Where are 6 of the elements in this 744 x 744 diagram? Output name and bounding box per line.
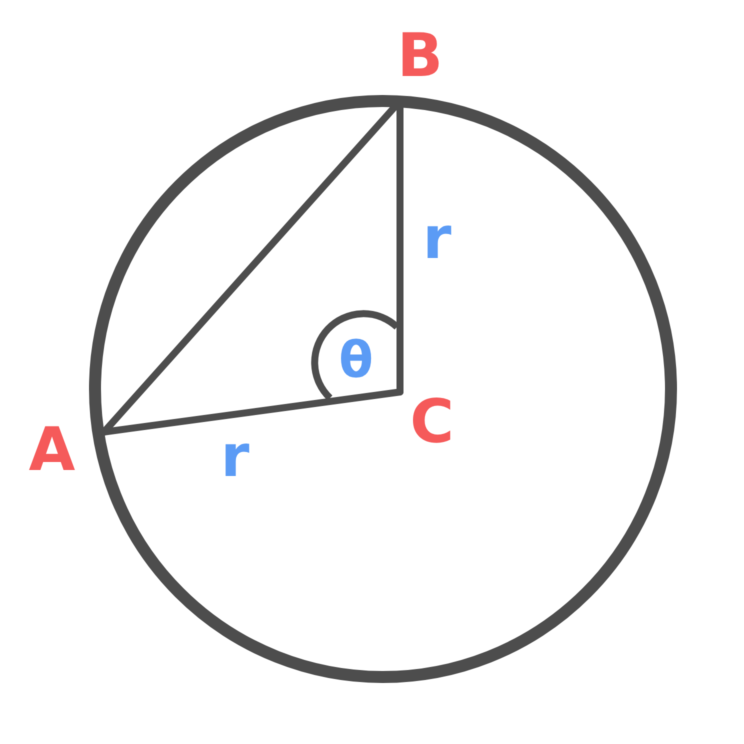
point-label: A [28,420,76,480]
point-label: B [397,26,443,86]
angle-label: θ [338,335,374,385]
edge-label: r [422,209,452,267]
edge-label: r [220,427,250,485]
point-label: C [410,392,454,452]
